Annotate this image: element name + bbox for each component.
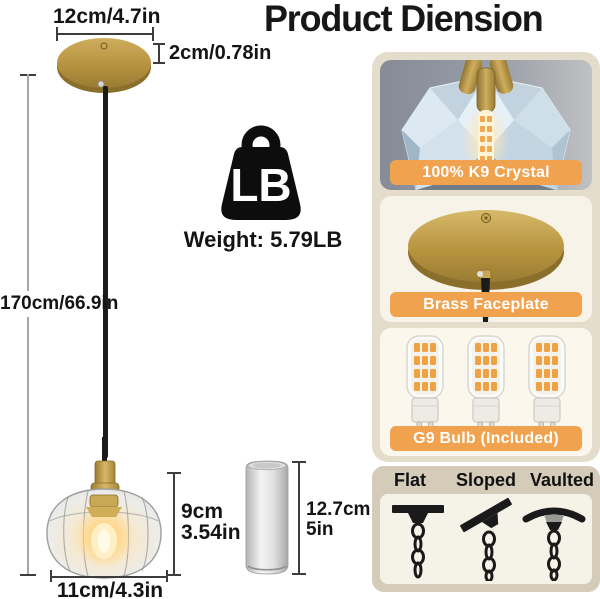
flat-ceiling-icon — [392, 505, 444, 579]
shade-width-label: 11cm/4.3in — [56, 579, 164, 599]
weight-icon: LB — [221, 125, 301, 220]
dim-tick — [153, 62, 165, 64]
shade-height-dimline — [173, 472, 175, 576]
cord-length-label: 170cm/66.9in — [0, 291, 118, 317]
mount-label-sloped: Sloped — [455, 470, 516, 490]
can-height-cm: 12.7cm — [306, 499, 371, 520]
dim-tick — [152, 27, 154, 41]
feature-banner-faceplate: Brass Faceplate — [390, 292, 582, 317]
feature-card-bulbs: G9 Bulb (Included) — [380, 328, 592, 456]
feature-panel: 100% K9 Crystal Brass Faceplate — [372, 52, 600, 462]
dim-tick — [166, 570, 168, 582]
weight-unit-glyph: LB — [230, 159, 291, 211]
soda-can-illustration — [245, 460, 289, 575]
canopy-width-label: 12cm/4.7in — [53, 5, 161, 28]
dim-cap — [20, 574, 36, 576]
brass-canopy-illustration — [57, 38, 151, 93]
pendant-cord — [103, 86, 108, 458]
dim-cap — [167, 574, 181, 576]
mounting-panel: Flat Sloped Vaulted — [372, 466, 600, 592]
weight-label: Weight: 5.79LB — [183, 227, 343, 252]
mount-label-flat: Flat — [393, 470, 426, 490]
canopy-width-dimline — [57, 33, 153, 35]
page-title: Product Diension — [264, 0, 544, 39]
brass-faceplate-photo — [408, 210, 564, 322]
feature-card-faceplate: Brass Faceplate — [380, 196, 592, 322]
dim-cap — [292, 573, 306, 575]
mounting-diagrams — [380, 494, 592, 584]
can-height-in: 5in — [306, 519, 334, 540]
cord-length-dimline — [27, 74, 29, 576]
dim-tick — [56, 27, 58, 41]
sloped-ceiling-icon — [460, 497, 512, 581]
shade-width-dimline — [50, 576, 167, 578]
feature-banner-crystal: 100% K9 Crystal — [390, 160, 582, 185]
shade-height-label: 9cm 3.54in — [181, 501, 241, 543]
shade-height-cm: 9cm — [181, 500, 224, 523]
feature-card-crystal: 100% K9 Crystal — [380, 60, 592, 190]
vaulted-ceiling-icon — [522, 507, 586, 581]
shade-height-in: 3.54in — [181, 521, 241, 544]
canopy-height-dimline — [158, 43, 160, 63]
can-height-label: 12.7cm 5in — [306, 500, 370, 540]
mount-label-vaulted: Vaulted — [529, 470, 595, 490]
canopy-height-label: 2cm/0.78in — [169, 42, 272, 64]
feature-banner-bulbs: G9 Bulb (Included) — [390, 426, 582, 451]
crystal-shade-illustration — [46, 437, 162, 579]
can-height-dimline — [298, 461, 300, 575]
mounting-labels: Flat Sloped Vaulted — [372, 470, 600, 491]
